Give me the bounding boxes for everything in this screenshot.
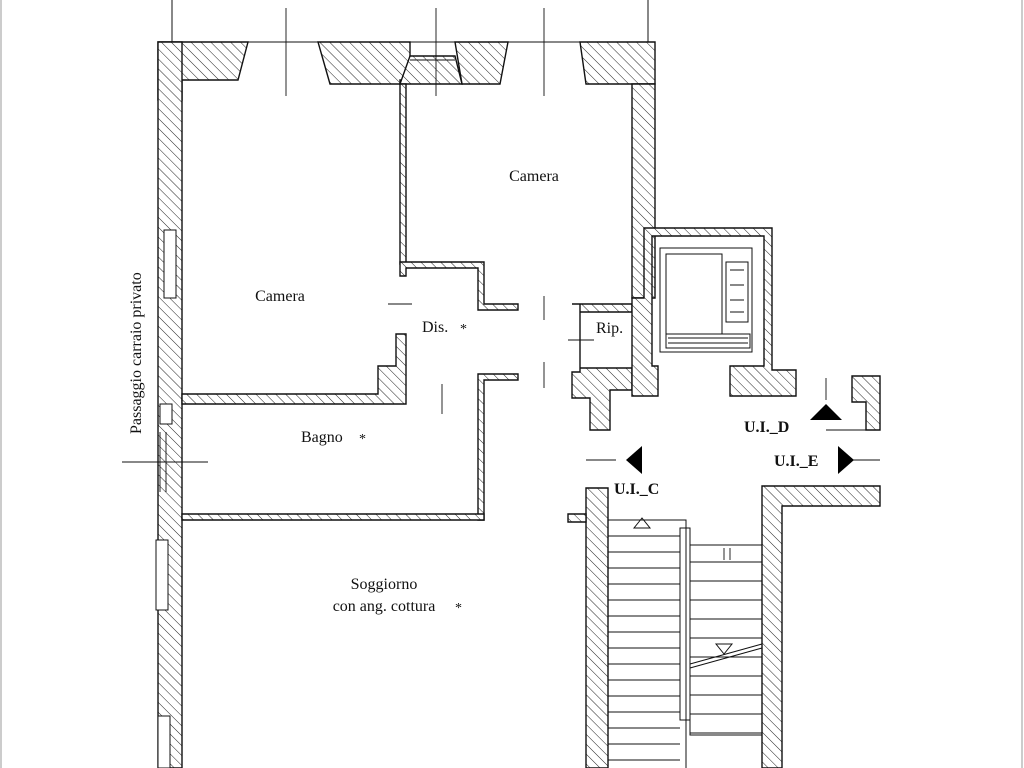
label-unit-d: U.I._D xyxy=(744,419,789,436)
label-unit-e: U.I._E xyxy=(774,453,818,470)
axis-lines xyxy=(122,8,880,560)
label-soggiorno-sub: con ang. cottura xyxy=(333,598,436,615)
label-soggiorno: Soggiorno xyxy=(351,576,418,593)
label-soggiorno-mark: * xyxy=(455,601,462,616)
unit-e-arrow-icon xyxy=(838,446,854,474)
landing-walls xyxy=(567,375,881,768)
label-passaggio: Passaggio carraio privato xyxy=(128,272,145,434)
label-ripostiglio: Rip. xyxy=(596,320,623,337)
label-camera-right: Camera xyxy=(509,168,559,185)
elevator-shaft xyxy=(631,227,797,397)
label-disimpegno: Dis. xyxy=(422,319,448,336)
unit-d-arrow-icon xyxy=(810,404,842,420)
label-unit-c: U.I._C xyxy=(614,481,659,498)
label-disimpegno-mark: * xyxy=(460,322,467,337)
label-bagno-mark: * xyxy=(359,432,366,447)
top-balcony xyxy=(171,0,649,43)
left-wall-windows xyxy=(155,229,177,768)
label-bagno: Bagno xyxy=(301,429,343,446)
unit-c-arrow-icon xyxy=(626,446,642,474)
staircase xyxy=(607,517,763,768)
internal-walls xyxy=(181,83,633,521)
label-camera-left: Camera xyxy=(255,288,305,305)
